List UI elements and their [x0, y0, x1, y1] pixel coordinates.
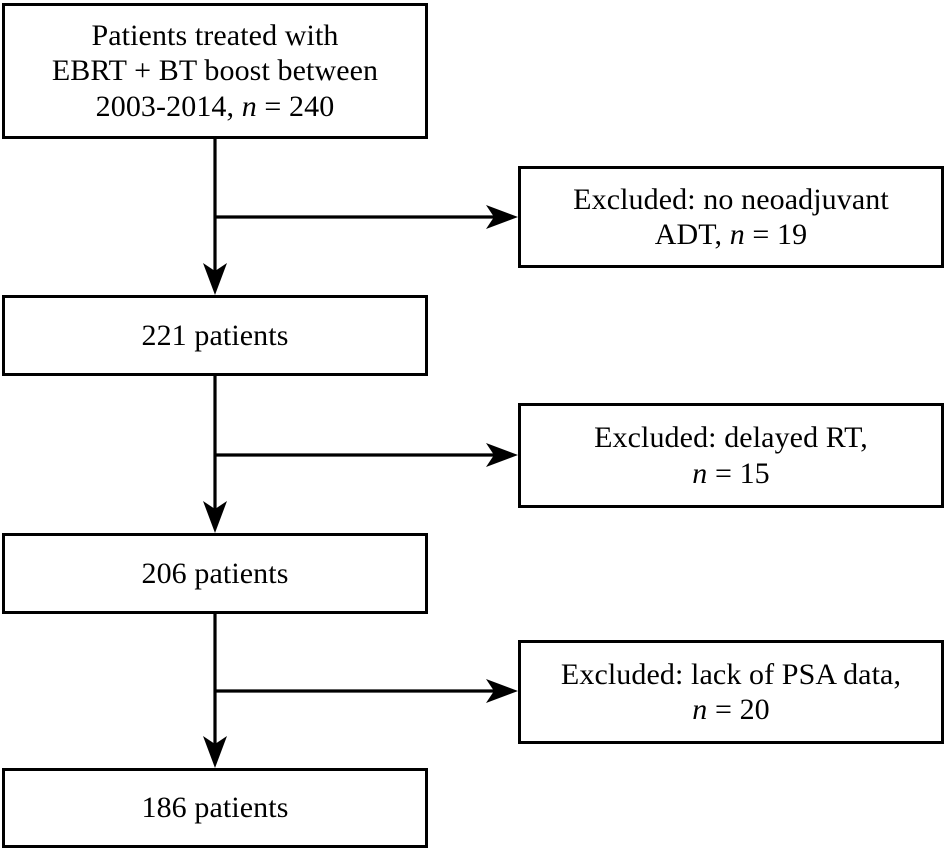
arrowhead-right-exclusion2	[486, 443, 518, 467]
node-cohort-206: 206 patients	[2, 533, 428, 614]
italic-n-excl-psa: n	[692, 693, 708, 726]
italic-n-excl-rt: n	[692, 456, 708, 490]
node-exclusion-lack-of-psa-data: Excluded: lack of PSA data,n = 20	[518, 640, 944, 744]
node-cohort-186-label: 186 patients	[141, 791, 289, 825]
connector-stage3	[203, 614, 518, 768]
arrowhead-right-exclusion1	[486, 205, 518, 229]
connector-stage1	[203, 139, 518, 295]
node-exclusion-delayed-rt: Excluded: delayed RT,n = 15	[518, 403, 944, 508]
node-exclusion-rt-label: Excluded: delayed RT,n = 15	[594, 421, 868, 490]
connector-stage2	[203, 376, 518, 533]
italic-n-excl-adt: n	[729, 218, 745, 251]
node-cohort-186-final: 186 patients	[2, 768, 428, 848]
arrowhead-down-stage1	[203, 263, 227, 295]
arrowhead-down-stage2	[203, 501, 227, 533]
node-exclusion-psa-label: Excluded: lack of PSA data,n = 20	[560, 657, 902, 726]
arrowhead-right-exclusion3	[486, 679, 518, 703]
italic-n-initial: n	[241, 89, 257, 123]
node-cohort-206-label: 206 patients	[141, 556, 289, 590]
node-cohort-221-label: 221 patients	[141, 318, 289, 352]
arrowhead-down-stage3	[203, 736, 227, 768]
node-cohort-221: 221 patients	[2, 295, 428, 376]
